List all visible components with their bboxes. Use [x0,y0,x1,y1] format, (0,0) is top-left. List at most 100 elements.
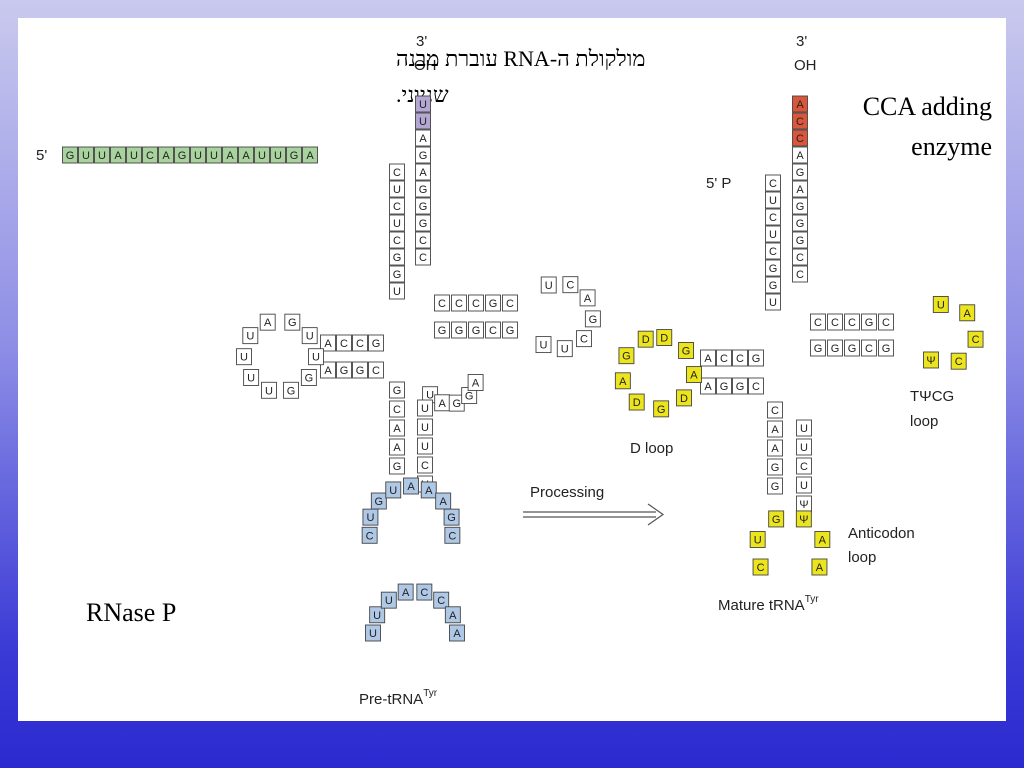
pre-five-prime: 5' [36,147,47,164]
d-loop-label: D loop [630,440,673,457]
svg-text:U: U [393,218,401,230]
svg-text:U: U [421,403,429,415]
pre-anticodon-stem-nucleotide: C [389,400,405,418]
pre-t-stem-nucleotide: C [451,294,467,312]
svg-text:U: U [800,480,808,492]
pre-anticodon-stem-nucleotide: A [389,419,405,437]
svg-text:C: C [800,461,808,473]
mature-acceptor-5-nucleotide: U [765,293,781,311]
mature-acceptor-5-nucleotide: C [765,242,781,260]
pre-d-stem-nucleotide: C [368,361,384,379]
pre-anticodon-stem-nucleotide: A [389,438,405,456]
pre-acceptor-3-nucleotide: A [415,129,431,147]
mature-anticodon-loop-nucleotide: Ψ [795,510,812,528]
svg-text:A: A [264,317,272,329]
svg-text:C: C [771,405,779,417]
pre-intron-nucleotide: A [420,481,437,499]
pre-acceptor-5-nucleotide: G [389,265,405,283]
svg-text:U: U [247,372,255,384]
svg-text:G: G [831,343,840,355]
pre-intron-nucleotide: C [361,526,378,544]
mature-anticodon-stem-nucleotide: C [796,457,812,475]
svg-text:D: D [680,393,688,405]
svg-text:G: G [419,150,428,162]
svg-text:Ψ: Ψ [799,499,808,511]
pre-t-loop-nucleotide: U [540,276,557,294]
pre-anticodon-loop-nucleotide: U [365,624,381,642]
svg-text:C: C [814,317,822,329]
mature-t-stem-nucleotide: C [827,313,843,331]
svg-text:C: C [848,317,856,329]
pre-d-loop-nucleotide: A [259,313,276,331]
mature-t-stem-nucleotide: G [844,339,860,357]
pre-leader-nucleotide: U [94,146,110,164]
svg-text:C: C [419,235,427,247]
pre-d-loop-nucleotide: U [236,348,252,366]
svg-text:G: G [393,269,402,281]
svg-text:C: C [420,587,428,599]
mature-acceptor-5-nucleotide: C [765,208,781,226]
pre-leader-nucleotide: U [254,146,270,164]
slide-panel: Processing 3' OH 5' Pre-tRNATyr 3' OH 5'… [18,18,1006,721]
mature-acceptor-3-nucleotide: A [792,180,808,198]
svg-text:C: C [736,353,744,365]
svg-text:G: G [393,252,402,264]
svg-text:C: C [419,252,427,264]
pre-t-stem-nucleotide: C [502,294,518,312]
pre-anticodon-stem-nucleotide: G [389,381,405,399]
pre-d-loop-nucleotide: U [243,369,260,386]
pre-anticodon-loop-nucleotide: C [433,591,450,609]
svg-text:G: G [452,398,461,410]
mature-anticodon-stem-nucleotide: G [767,458,783,476]
svg-text:G: G [455,325,464,337]
pre-acceptor-5-nucleotide: C [389,197,405,215]
mature-three-prime: 3' [796,33,807,50]
pre-anticodon-stem-nucleotide: G [389,457,405,475]
svg-text:A: A [704,381,712,393]
mature-acceptor-3-nucleotide: G [792,231,808,249]
pre-trailer-nucleotide: U [415,112,431,130]
pre-t-stem-nucleotide: G [451,321,467,339]
mature-d-loop-nucleotide: G [653,400,670,418]
svg-text:G: G [393,385,402,397]
svg-text:U: U [369,628,377,640]
svg-text:U: U [393,184,401,196]
svg-text:G: G [419,201,428,213]
svg-text:C: C [769,178,777,190]
mature-t-loop-nucleotide: U [932,296,949,313]
pre-t-loop-nucleotide: A [579,289,596,307]
svg-text:A: A [407,481,415,493]
svg-text:G: G [796,167,805,179]
svg-text:A: A [393,442,401,454]
svg-text:G: G [375,496,384,508]
pre-intron-nucleotide: U [385,481,402,499]
svg-text:G: G [506,325,515,337]
cca-label-line1: CCA adding [863,92,992,121]
mature-acceptor-3-nucleotide: A [792,146,808,164]
svg-text:D: D [660,333,668,345]
pre-leader-nucleotide: G [286,146,302,164]
pre-acceptor-5-nucleotide: C [389,163,405,181]
svg-text:G: G [305,372,314,384]
svg-text:G: G [657,404,666,416]
pre-leader-nucleotide: U [270,146,286,164]
pre-leader-nucleotide: A [110,146,126,164]
pre-t-stem-nucleotide: C [468,294,484,312]
pre-leader-nucleotide: A [238,146,254,164]
svg-text:G: G [288,317,297,329]
svg-text:U: U [540,340,548,352]
mature-d-stem-nucleotide: C [748,377,764,395]
svg-text:G: G [489,298,498,310]
svg-text:U: U [393,286,401,298]
mature-acceptor-5-nucleotide: U [765,191,781,209]
svg-text:A: A [472,378,480,390]
svg-text:G: G [771,462,780,474]
svg-text:Ψ: Ψ [926,355,935,367]
svg-text:A: A [819,534,827,546]
pre-anticodon-stem-nucleotide: U [417,418,433,436]
t-loop-label-2: loop [910,413,938,430]
svg-text:C: C [393,235,401,247]
pre-acceptor-3-nucleotide: G [415,146,431,164]
pre-d-stem-nucleotide: A [320,334,336,352]
svg-text:G: G [796,201,805,213]
